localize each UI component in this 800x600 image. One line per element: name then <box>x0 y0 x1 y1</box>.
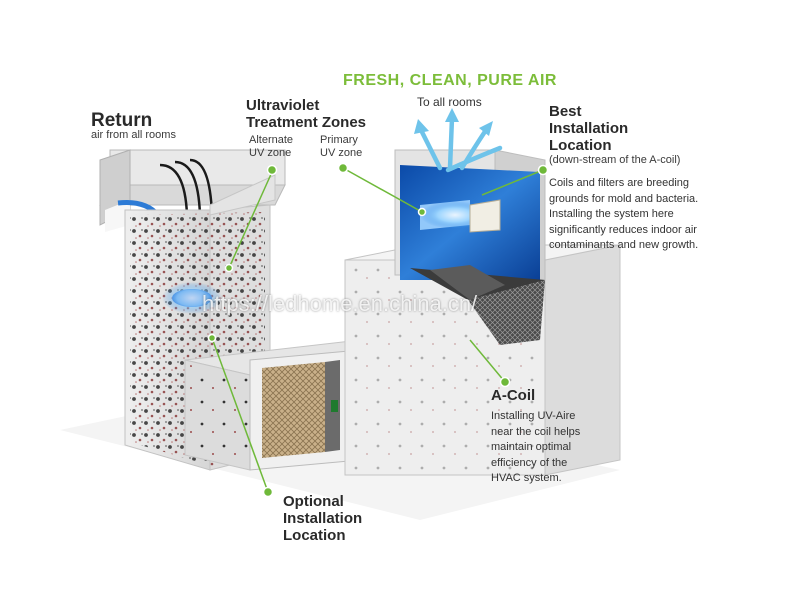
supply-plenum <box>395 150 545 280</box>
return-subtitle: air from all rooms <box>91 129 176 142</box>
a-coil-body: Installing UV-Aire near the coil helps m… <box>491 409 580 487</box>
best-location-title: Best Installation Location <box>549 103 628 154</box>
best-location-subtitle: (down-stream of the A-coil) <box>549 154 680 167</box>
headline: FRESH, CLEAN, PURE AIR <box>343 72 557 90</box>
primary-uv-zone-label: Primary UV zone <box>320 134 362 160</box>
alternate-uv-zone-label: Alternate UV zone <box>249 134 293 160</box>
optional-location-title: Optional Installation Location <box>283 493 362 544</box>
best-location-body: Coils and filters are breeding grounds f… <box>549 176 698 254</box>
watermark: https://ledhome.en.china.cn/ <box>202 291 477 317</box>
headline-subtitle: To all rooms <box>417 95 482 109</box>
a-coil-title: A-Coil <box>491 387 535 404</box>
uv-zones-title: Ultraviolet Treatment Zones <box>246 97 366 131</box>
